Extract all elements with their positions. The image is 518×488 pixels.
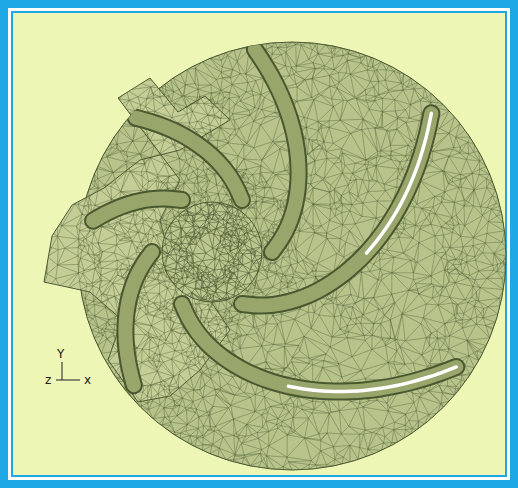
outer-frame: [4, 4, 514, 484]
impeller-blade: [40, 42, 506, 470]
impeller-blade: [40, 42, 506, 470]
disc-mesh: [40, 42, 506, 470]
shroud-mesh: [40, 42, 506, 470]
axis-triad: [56, 362, 80, 380]
axis-label: z: [45, 374, 51, 386]
inner-frame: [12, 12, 506, 476]
impeller-blade: [40, 42, 506, 470]
blade-gap: [366, 113, 431, 253]
axis-label: x: [84, 374, 91, 386]
blade-gap: [288, 367, 456, 392]
impeller-blade: [40, 42, 506, 470]
hub: [162, 202, 262, 302]
impeller-blade: [40, 42, 506, 470]
impeller-blade: [40, 42, 506, 470]
axis-label: Y: [57, 348, 64, 360]
hub-mesh: [40, 42, 506, 470]
impeller-disc: [40, 42, 506, 470]
